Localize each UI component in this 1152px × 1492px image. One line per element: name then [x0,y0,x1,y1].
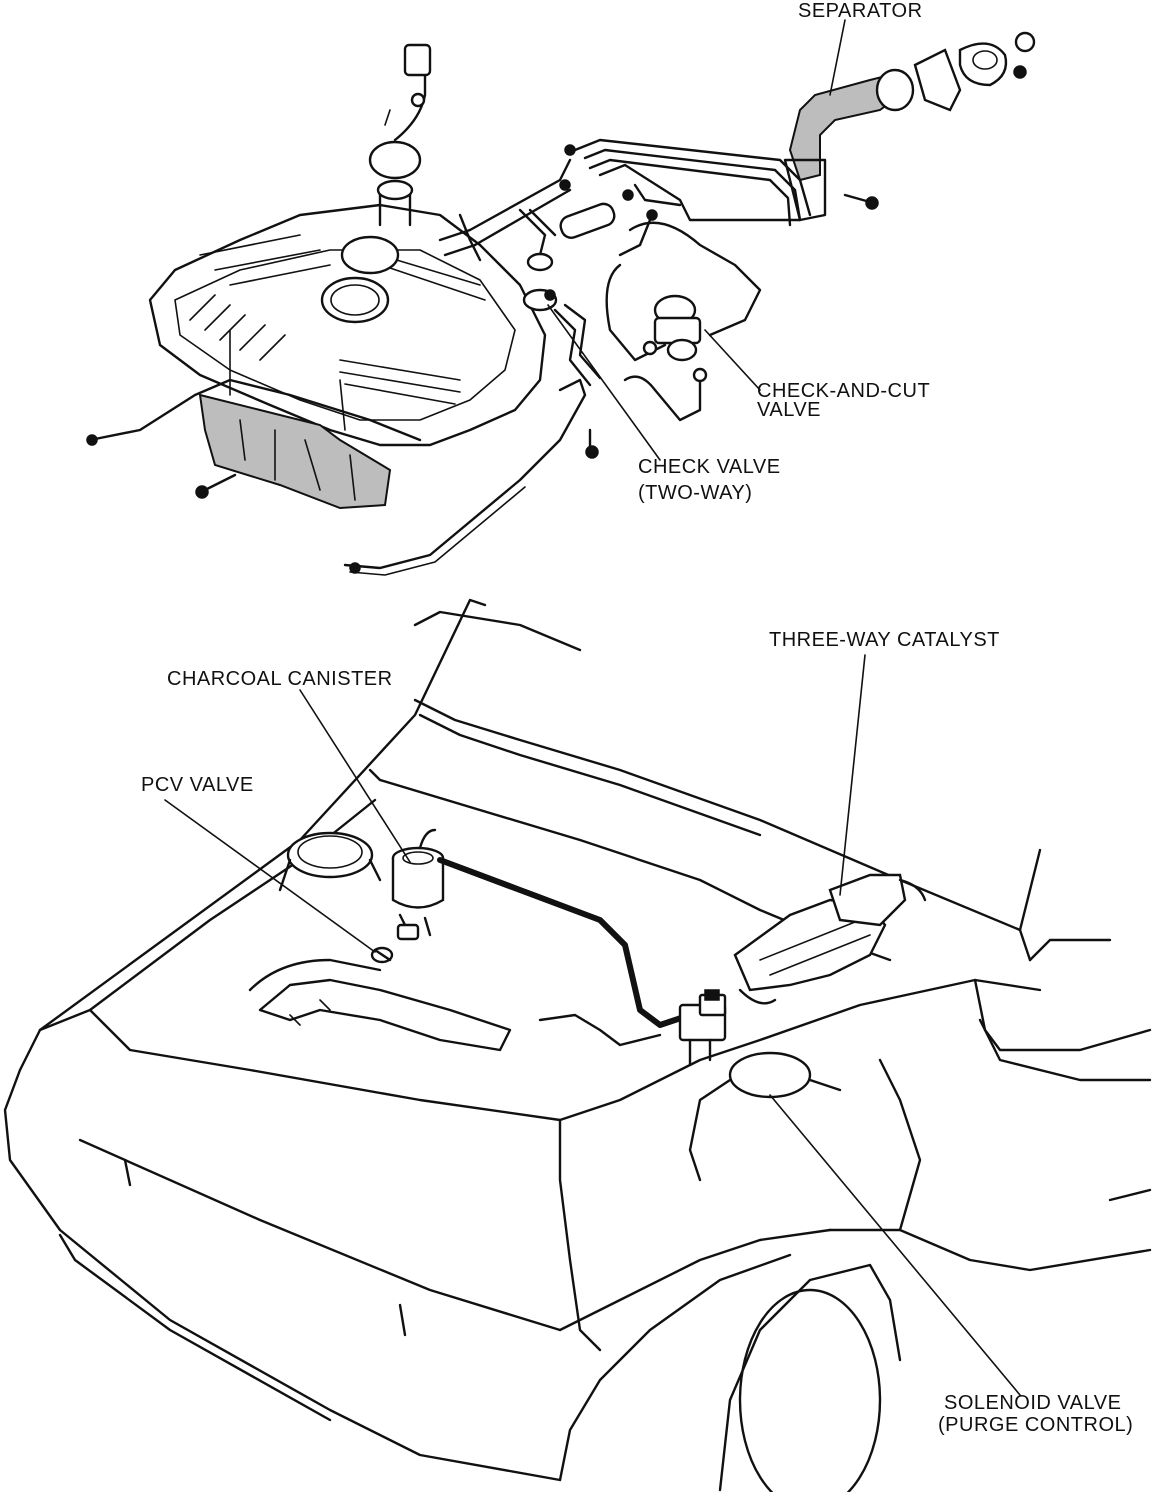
leader-solenoid-valve [769,1094,1021,1396]
check-valve-label-line2: (TWO-WAY) [638,482,753,504]
bottom-leader-lines [164,654,1021,1396]
solenoid-valve-label-line2: (PURGE CONTROL) [938,1414,1134,1436]
check-valve-label-line1: CHECK VALVE [638,456,781,478]
leader-three-way-catalyst [839,654,866,896]
leader-check-and-cut-valve [704,329,761,391]
three-way-catalyst-label: THREE-WAY CATALYST [769,629,1000,651]
separator-label: SEPARATOR [798,0,923,22]
fuel-tank-assembly [86,31,1036,576]
leader-separator [829,19,846,96]
charcoal-canister-label: CHARCOAL CANISTER [167,668,393,690]
check-and-cut-valve-label-line2: VALVE [757,399,822,421]
solenoid-valve-label-line1: SOLENOID VALVE [944,1392,1122,1414]
leader-check-valve [547,304,661,461]
vehicle-front [3,598,1152,1492]
leader-pcv-valve [164,799,376,953]
check-and-cut-valve-label-line1: CHECK-AND-CUT [757,380,931,402]
leader-charcoal-canister [299,689,411,863]
top-leader-lines [547,19,846,461]
pcv-valve-label: PCV VALVE [141,774,254,796]
